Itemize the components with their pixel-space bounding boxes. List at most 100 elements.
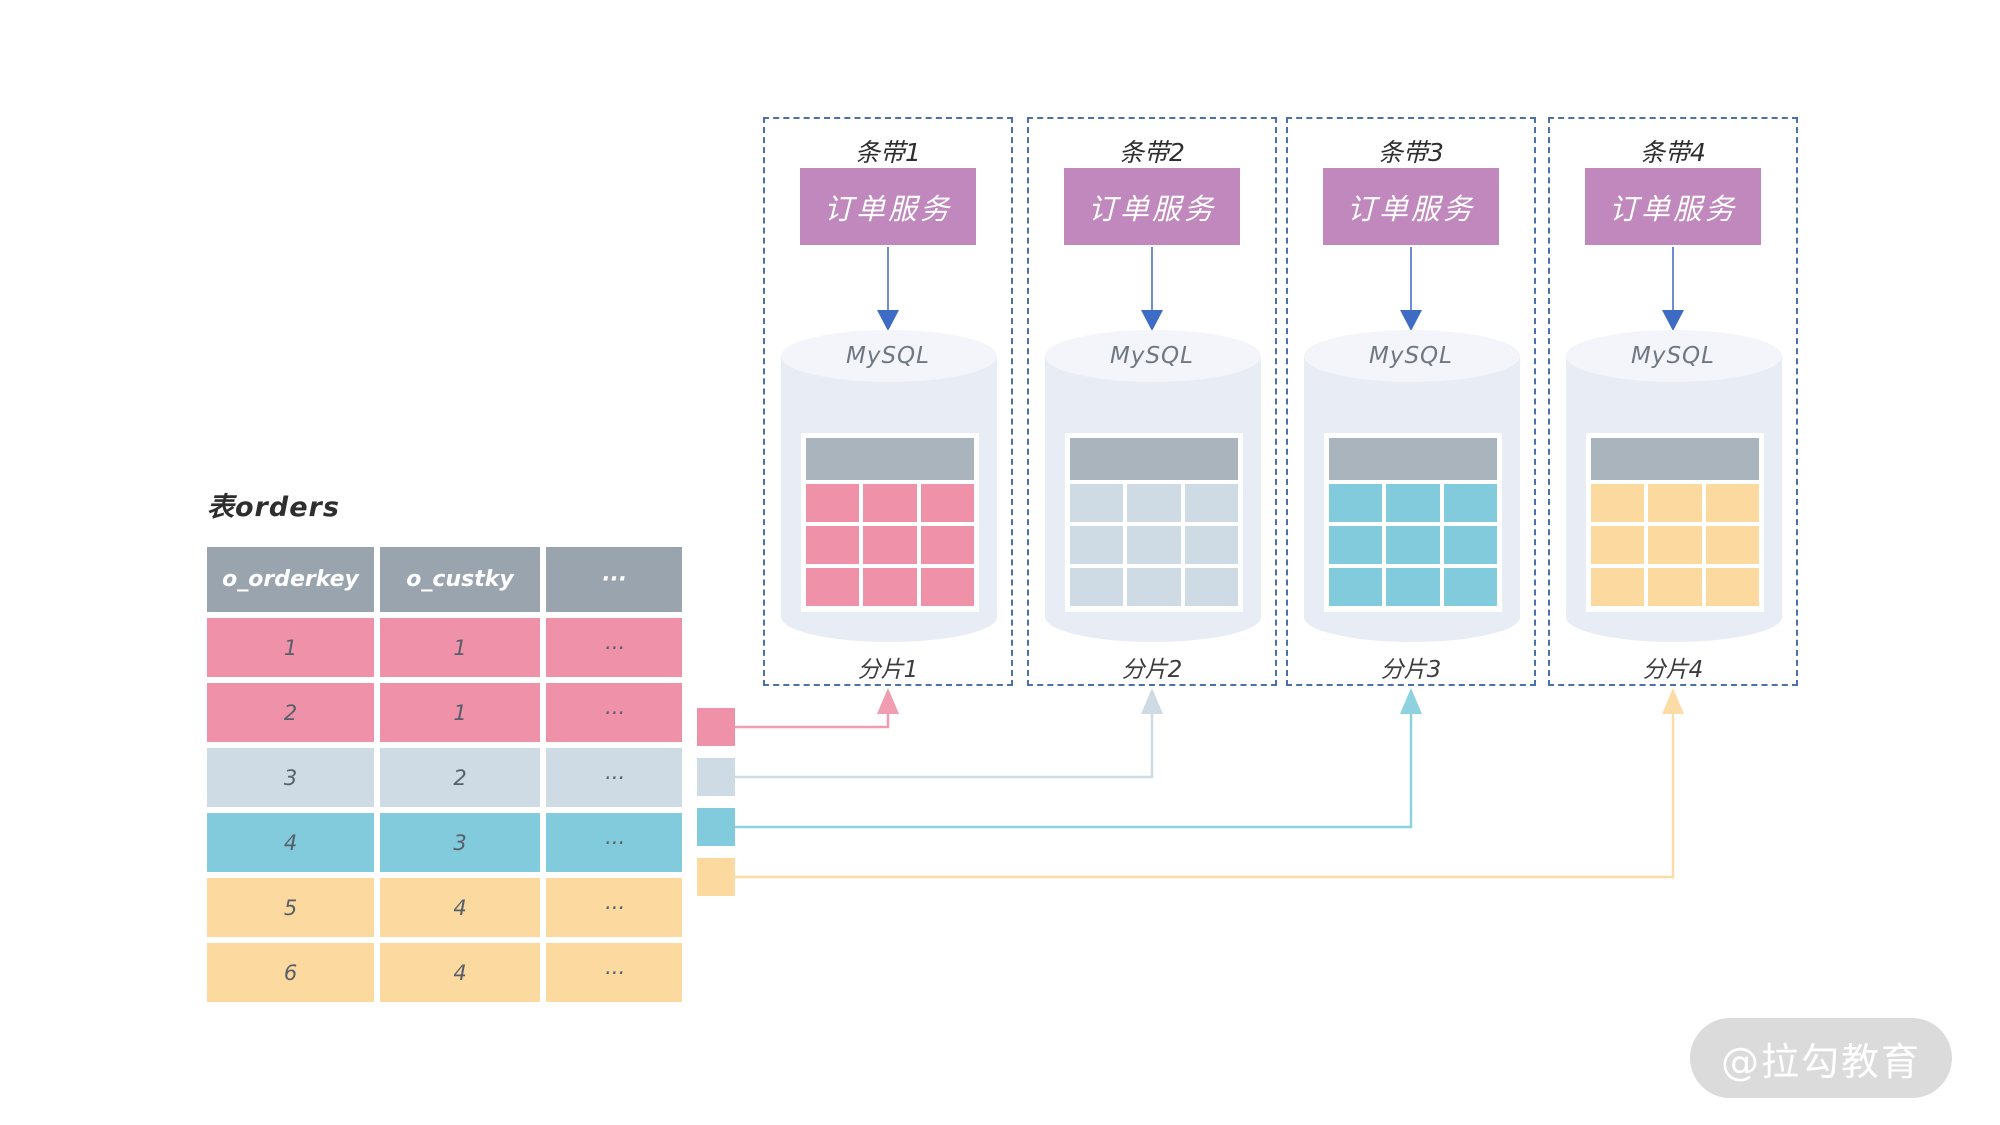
orders-row-cell: ··· xyxy=(546,683,682,742)
shard-table-card xyxy=(1065,433,1243,612)
orders-row-cell: ··· xyxy=(546,618,682,677)
shard-table-cell xyxy=(1591,484,1645,522)
orders-row-cell: 4 xyxy=(380,878,540,937)
shard-label: 分片1 xyxy=(857,657,919,683)
route-arrow-shard1 xyxy=(735,688,899,729)
shard-table-header xyxy=(1591,438,1759,480)
shard-label: 分片3 xyxy=(1380,657,1442,683)
watermark-badge: @拉勾教育 xyxy=(1690,1018,1952,1098)
shard-table-cell xyxy=(1386,484,1440,522)
order-service-box: 订单服务 xyxy=(1585,168,1761,245)
orders-row-cell: 1 xyxy=(380,683,540,742)
shard-table-cell xyxy=(1184,568,1238,606)
orders-row-cell: 5 xyxy=(207,878,374,937)
shard-table-cell xyxy=(1648,484,1702,522)
shard-table-grid xyxy=(806,484,974,606)
route-arrow-shard2 xyxy=(735,688,1163,779)
shard-table-cell xyxy=(1705,526,1759,564)
legend-square-shard2 xyxy=(697,758,735,796)
shard-table-cell xyxy=(806,526,860,564)
shard-table-cell xyxy=(1591,526,1645,564)
shard-table-cell xyxy=(1070,484,1124,522)
orders-col-header: o_orderkey xyxy=(207,547,374,612)
shard-table-cell xyxy=(1705,568,1759,606)
shard-table-cell xyxy=(1070,526,1124,564)
shard-table-cell xyxy=(863,526,917,564)
shard-table-cell xyxy=(1386,568,1440,606)
orders-row-cell: 3 xyxy=(207,748,374,807)
db-cylinder-top xyxy=(1566,330,1782,382)
orders-row-cell: ··· xyxy=(546,748,682,807)
orders-row-cell: ··· xyxy=(546,943,682,1002)
db-cylinder-top xyxy=(1045,330,1261,382)
shard-table-cell xyxy=(1386,526,1440,564)
db-cylinder-top xyxy=(781,330,997,382)
shard-table-cell xyxy=(1184,484,1238,522)
service-to-db-arrow-line xyxy=(1151,247,1153,311)
shard-table-header xyxy=(1329,438,1497,480)
stripe-2: 条带2 订单服务 MySQL 分片2 xyxy=(1027,117,1277,686)
orders-table-title: 表orders xyxy=(207,492,340,523)
orders-row-cell: 1 xyxy=(380,618,540,677)
stripe-title: 条带4 xyxy=(1640,138,1706,167)
shard-table-card xyxy=(801,433,979,612)
service-to-db-arrow-line xyxy=(1672,247,1674,311)
shard-table-cell xyxy=(920,484,974,522)
orders-row-cell: ··· xyxy=(546,878,682,937)
orders-row-cell: 2 xyxy=(207,683,374,742)
shard-table-cell xyxy=(806,568,860,606)
shard-label: 分片2 xyxy=(1121,657,1183,683)
shard-table-grid xyxy=(1329,484,1497,606)
shard-table-cell xyxy=(1443,526,1497,564)
stripe-title: 条带1 xyxy=(855,138,921,167)
db-label: MySQL xyxy=(1110,343,1194,369)
service-to-db-arrow-head xyxy=(1141,310,1163,331)
legend-square-shard1 xyxy=(697,708,735,746)
shard-table-grid xyxy=(1070,484,1238,606)
orders-row-cell: 3 xyxy=(380,813,540,872)
orders-row-cell: 4 xyxy=(207,813,374,872)
orders-table: o_orderkey o_custky ··· 1 1 ··· 2 1 ··· … xyxy=(207,547,682,1002)
shard-table-header xyxy=(1070,438,1238,480)
service-to-db-arrow-line xyxy=(1410,247,1412,311)
shard-table-cell xyxy=(920,568,974,606)
orders-row-cell: 4 xyxy=(380,943,540,1002)
service-to-db-arrow-line xyxy=(887,247,889,311)
shard-table-cell xyxy=(1070,568,1124,606)
shard-table-cell xyxy=(1443,484,1497,522)
shard-table-cell xyxy=(1329,526,1383,564)
db-label: MySQL xyxy=(846,343,930,369)
shard-table-cell xyxy=(1591,568,1645,606)
db-label: MySQL xyxy=(1369,343,1453,369)
shard-table-cell xyxy=(863,568,917,606)
shard-table-cell xyxy=(920,526,974,564)
route-arrow-shard3 xyxy=(735,688,1422,829)
orders-row-cell: 6 xyxy=(207,943,374,1002)
stripe-title: 条带2 xyxy=(1119,138,1185,167)
orders-row-cell: 1 xyxy=(207,618,374,677)
legend-square-shard3 xyxy=(697,808,735,846)
shard-table-header xyxy=(806,438,974,480)
shard-label: 分片4 xyxy=(1642,657,1704,683)
order-service-box: 订单服务 xyxy=(1323,168,1499,245)
shard-table-card xyxy=(1324,433,1502,612)
shard-table-cell xyxy=(1329,568,1383,606)
service-to-db-arrow-head xyxy=(1662,310,1684,331)
db-label: MySQL xyxy=(1631,343,1715,369)
order-service-box: 订单服务 xyxy=(1064,168,1240,245)
shard-table-cell xyxy=(1329,484,1383,522)
orders-row-cell: 2 xyxy=(380,748,540,807)
shard-table-cell xyxy=(1127,568,1181,606)
service-to-db-arrow-head xyxy=(877,310,899,331)
shard-table-cell xyxy=(806,484,860,522)
db-cylinder-top xyxy=(1304,330,1520,382)
shard-table-card xyxy=(1586,433,1764,612)
order-service-box: 订单服务 xyxy=(800,168,976,245)
orders-col-header: o_custky xyxy=(380,547,540,612)
service-to-db-arrow-head xyxy=(1400,310,1422,331)
route-arrow-shard4 xyxy=(735,688,1684,879)
shard-table-cell xyxy=(1443,568,1497,606)
shard-table-cell xyxy=(1705,484,1759,522)
shard-table-cell xyxy=(1648,568,1702,606)
